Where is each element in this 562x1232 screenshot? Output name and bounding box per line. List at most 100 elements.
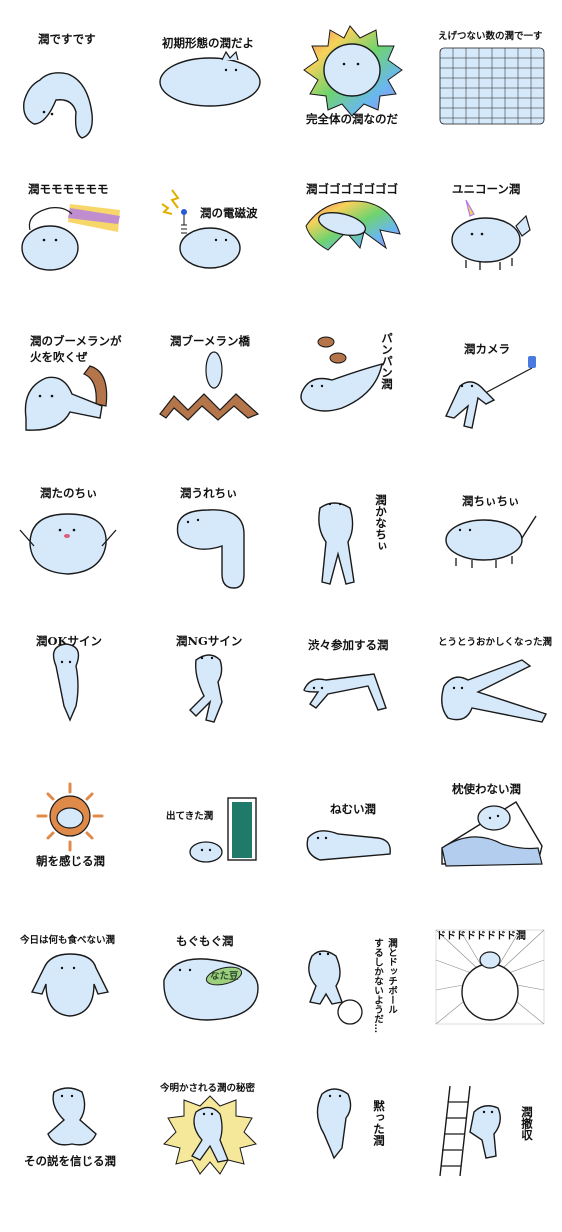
cat-illustration bbox=[19, 513, 117, 575]
sticker-label: 潤かなちぃ bbox=[374, 494, 388, 552]
sticker-label: 潤とドッチボール bbox=[386, 938, 397, 1014]
sticker-29[interactable]: その説を信じる潤 bbox=[0, 1082, 140, 1232]
sticker-label: 出てきた潤 bbox=[166, 811, 214, 822]
cat-illustration bbox=[445, 515, 537, 568]
sticker-13[interactable]: 潤たのちぃ bbox=[0, 474, 140, 624]
sticker-label: パンパン潤 bbox=[380, 332, 394, 390]
sticker-label: 潤うれちぃ bbox=[180, 486, 238, 500]
sticker-label: 枕使わない潤 bbox=[452, 782, 521, 796]
cat-illustration bbox=[163, 958, 259, 1021]
sticker-label: とうとうおかしくなった潤 bbox=[438, 637, 553, 648]
sticker-label: もぐもぐ潤 bbox=[176, 934, 234, 948]
sticker-24[interactable]: 枕使わない潤 bbox=[420, 778, 560, 928]
cat-illustration bbox=[52, 643, 80, 722]
sticker-20[interactable]: とうとうおかしくなった潤 bbox=[420, 626, 560, 776]
sticker-label: 完全体の潤なのだ bbox=[306, 112, 398, 126]
sticker-label: ねむい潤 bbox=[330, 802, 376, 816]
sticker-8[interactable]: ユニコーン潤 bbox=[420, 170, 560, 320]
sticker-3[interactable]: 完全体の潤なのだ bbox=[280, 20, 420, 170]
cat-illustration bbox=[303, 25, 403, 117]
sticker-26[interactable]: もぐもぐ潤 なた豆 bbox=[140, 930, 280, 1080]
sticker-label: 潤カメラ bbox=[464, 342, 510, 356]
cat-illustration bbox=[36, 782, 104, 852]
sticker-9[interactable]: 潤のブーメランが 火を吹くぜ bbox=[0, 322, 140, 472]
cat-illustration bbox=[439, 47, 545, 125]
cat-illustration bbox=[163, 1095, 257, 1175]
sticker-label: 潤モモモモモモ bbox=[28, 182, 109, 196]
sticker-label-line2: するしかないようだ… bbox=[372, 938, 383, 1033]
sticker-12[interactable]: 潤カメラ bbox=[420, 322, 560, 472]
sticker-11[interactable]: パンパン潤 bbox=[280, 322, 420, 472]
cat-illustration bbox=[24, 365, 108, 431]
sticker-14[interactable]: 潤うれちぃ bbox=[140, 474, 280, 624]
sticker-1[interactable]: 潤ですです bbox=[0, 20, 140, 170]
sticker-label: 朝を感じる潤 bbox=[36, 854, 105, 868]
sticker-19[interactable]: 渋々参加する潤 bbox=[280, 626, 420, 776]
sticker-22[interactable]: 出てきた潤 bbox=[140, 778, 280, 928]
sticker-4[interactable]: えげつない数の潤で一す bbox=[420, 20, 560, 170]
cat-illustration bbox=[441, 659, 547, 723]
cat-illustration bbox=[161, 189, 241, 269]
sticker-15[interactable]: 潤かなちぃ bbox=[280, 474, 420, 624]
cat-illustration bbox=[300, 336, 383, 412]
sticker-label: 潤のブーメランが bbox=[30, 334, 122, 348]
cat-illustration bbox=[441, 801, 543, 867]
cat-illustration bbox=[316, 1088, 352, 1160]
sticker-21[interactable]: 朝を感じる潤 bbox=[0, 778, 140, 928]
sticker-label: 潤ゴゴゴゴゴゴゴ bbox=[306, 182, 398, 196]
sticker-label: 潤の電磁波 bbox=[200, 206, 258, 220]
sticker-label: 今明かされる潤の秘密 bbox=[160, 1083, 256, 1094]
cat-illustration bbox=[306, 830, 391, 861]
sticker-6[interactable]: 潤の電磁波 bbox=[140, 170, 280, 320]
sticker-label: 潤ちぃちぃ bbox=[462, 494, 520, 508]
sticker-2[interactable]: 初期形態の潤だよ bbox=[140, 20, 280, 170]
sticker-23[interactable]: ねむい潤 bbox=[280, 778, 420, 928]
sticker-label: 潤ブーメラン橋 bbox=[170, 334, 251, 348]
sticker-label: ユニコーン潤 bbox=[452, 182, 521, 196]
sticker-18[interactable]: 潤NGサイン bbox=[140, 626, 280, 776]
sticker-label: 潤たのちぃ bbox=[40, 486, 98, 500]
sticker-27[interactable]: 潤とドッチボール するしかないようだ… bbox=[280, 930, 420, 1080]
sticker-label: ドドドドドドドド潤 bbox=[436, 931, 526, 942]
sticker-label: 今日は何も食べない潤 bbox=[20, 935, 116, 946]
cat-illustration bbox=[23, 72, 93, 139]
cat-illustration bbox=[30, 953, 110, 1017]
sticker-31[interactable]: 黙った潤 bbox=[280, 1082, 420, 1232]
sticker-28[interactable]: ドドドドドドドド潤 bbox=[420, 929, 560, 1080]
sticker-10[interactable]: 潤ブーメラン橋 bbox=[140, 322, 280, 472]
cat-illustration bbox=[439, 1085, 501, 1177]
sticker-label: その説を信じる潤 bbox=[24, 1154, 116, 1168]
cat-illustration bbox=[435, 929, 545, 1025]
cat-illustration bbox=[318, 502, 355, 585]
sticker-label: えげつない数の潤で一す bbox=[438, 31, 543, 42]
sticker-5[interactable]: 潤モモモモモモ bbox=[0, 170, 140, 320]
cat-illustration bbox=[21, 204, 120, 271]
sticker-label: 黙った潤 bbox=[372, 1100, 386, 1146]
sticker-32[interactable]: 潤撤収 bbox=[420, 1082, 560, 1232]
cat-illustration bbox=[47, 1087, 97, 1146]
cat-illustration bbox=[308, 950, 363, 1025]
cat-illustration bbox=[176, 509, 245, 589]
cat-illustration bbox=[159, 50, 261, 107]
sticker-17[interactable]: 潤OKサイン bbox=[0, 626, 140, 776]
cat-illustration bbox=[189, 797, 257, 863]
sticker-label: 潤NGサイン bbox=[176, 634, 243, 648]
cat-illustration bbox=[189, 654, 223, 723]
sticker-label: 渋々参加する潤 bbox=[308, 638, 389, 652]
cat-illustration bbox=[303, 673, 387, 711]
sticker-grid: 潤ですです 初期形態の潤だよ 完全体の潤なのだ bbox=[0, 20, 560, 1177]
sticker-label: 潤撤収 bbox=[520, 1106, 534, 1141]
sticker-7[interactable]: 潤ゴゴゴゴゴゴゴ bbox=[280, 170, 420, 320]
sticker-label: 初期形態の潤だよ bbox=[162, 36, 254, 50]
sticker-25[interactable]: 今日は何も食べない潤 bbox=[0, 930, 140, 1080]
cat-illustration bbox=[159, 351, 260, 421]
sticker-label: 潤OKサイン bbox=[36, 634, 103, 648]
bean-label: なた豆 bbox=[210, 971, 239, 982]
sticker-label: 潤ですです bbox=[38, 32, 96, 46]
sticker-16[interactable]: 潤ちぃちぃ bbox=[420, 474, 560, 624]
cat-illustration bbox=[451, 199, 531, 270]
sticker-30[interactable]: 今明かされる潤の秘密 bbox=[140, 1082, 280, 1232]
cat-illustration bbox=[305, 200, 401, 251]
cat-illustration bbox=[445, 356, 536, 429]
sticker-label-line2: 火を吹くぜ bbox=[30, 350, 88, 364]
